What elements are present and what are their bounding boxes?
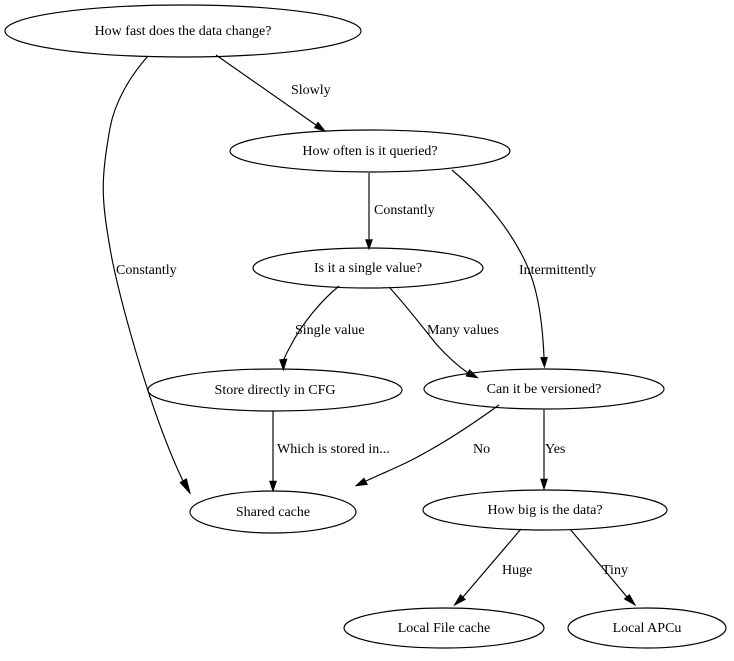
edge-how-big-to-local-apcu (569, 528, 637, 607)
edge-label-many-values: Many values (427, 323, 499, 338)
edge-store-cfg-to-shared-cache (269, 411, 277, 493)
edge-label-no: No (473, 442, 490, 457)
edge-how-big-to-local-file (453, 528, 522, 607)
node-ellipse (229, 129, 511, 173)
node-label: Can it be versioned? (487, 382, 602, 397)
edge-label-yes: Yes (545, 442, 565, 457)
edge-arrowhead (354, 477, 368, 487)
node-store-cfg[interactable]: Store directly in CFG (147, 368, 403, 412)
node-how-often[interactable]: How often is it queried? (229, 129, 511, 173)
edge-how-fast-to-how-often (215, 54, 327, 133)
edge-label-slowly: Slowly (291, 83, 331, 98)
edge-label-single-value: Single value (295, 323, 365, 338)
edge-path (365, 404, 500, 482)
node-shared-cache[interactable]: Shared cache (189, 490, 357, 534)
node-label: Local APCu (613, 621, 682, 636)
edge-label-which-is-stored-in: Which is stored in... (277, 442, 390, 457)
edge-path (451, 169, 545, 358)
node-ellipse (147, 368, 403, 412)
node-label: Is it a single value? (314, 261, 422, 276)
node-local-file[interactable]: Local File cache (343, 607, 545, 649)
edge-how-often-to-single-value (365, 173, 373, 251)
edge-single-value-to-versioned (388, 286, 479, 379)
node-label: Local File cache (398, 621, 491, 636)
edge-arrowhead (540, 478, 548, 491)
edge-arrowhead (179, 478, 191, 495)
edge-arrowhead (313, 121, 327, 133)
edge-path (102, 55, 184, 482)
edge-path (215, 54, 317, 126)
edge-label-constantly-root: Constantly (116, 263, 177, 278)
edge-arrowhead (540, 356, 548, 369)
node-how-big[interactable]: How big is the data? (422, 489, 668, 531)
edge-versioned-to-how-big (540, 410, 548, 491)
edge-arrowhead (365, 239, 373, 251)
edge-arrowhead (465, 368, 479, 379)
edge-versioned-to-shared-cache (354, 404, 500, 487)
edge-arrowhead (623, 594, 637, 607)
edge-label-constantly-queried: Constantly (374, 203, 435, 218)
node-ellipse (343, 607, 545, 649)
node-ellipse (189, 490, 357, 534)
edge-label-huge: Huge (502, 563, 532, 578)
edge-path (282, 285, 340, 362)
node-ellipse (252, 247, 484, 289)
edge-arrowhead (279, 358, 288, 372)
node-label: How fast does the data change? (95, 24, 272, 39)
edge-arrowhead (269, 480, 277, 493)
node-local-apcu[interactable]: Local APCu (567, 607, 727, 649)
edge-single-value-to-store-cfg (279, 285, 340, 372)
node-ellipse (422, 489, 668, 531)
node-versioned[interactable]: Can it be versioned? (423, 368, 665, 410)
edge-arrowhead (453, 594, 467, 607)
node-label: Store directly in CFG (215, 383, 336, 398)
edge-path (388, 286, 469, 374)
edge-label-intermittently: Intermittently (519, 263, 596, 278)
node-label: Shared cache (236, 505, 310, 520)
node-how-fast[interactable]: How fast does the data change? (4, 4, 362, 58)
node-single-value[interactable]: Is it a single value? (252, 247, 484, 289)
node-label: How often is it queried? (302, 144, 437, 159)
node-ellipse (4, 4, 362, 58)
node-label: How big is the data? (487, 503, 602, 518)
node-ellipse (567, 607, 727, 649)
edge-how-fast-to-shared-cache (102, 55, 191, 495)
node-ellipse (423, 368, 665, 410)
edge-label-tiny: Tiny (602, 563, 628, 578)
edge-how-often-to-versioned (451, 169, 548, 369)
edge-path (462, 528, 522, 598)
edge-path (569, 528, 628, 598)
